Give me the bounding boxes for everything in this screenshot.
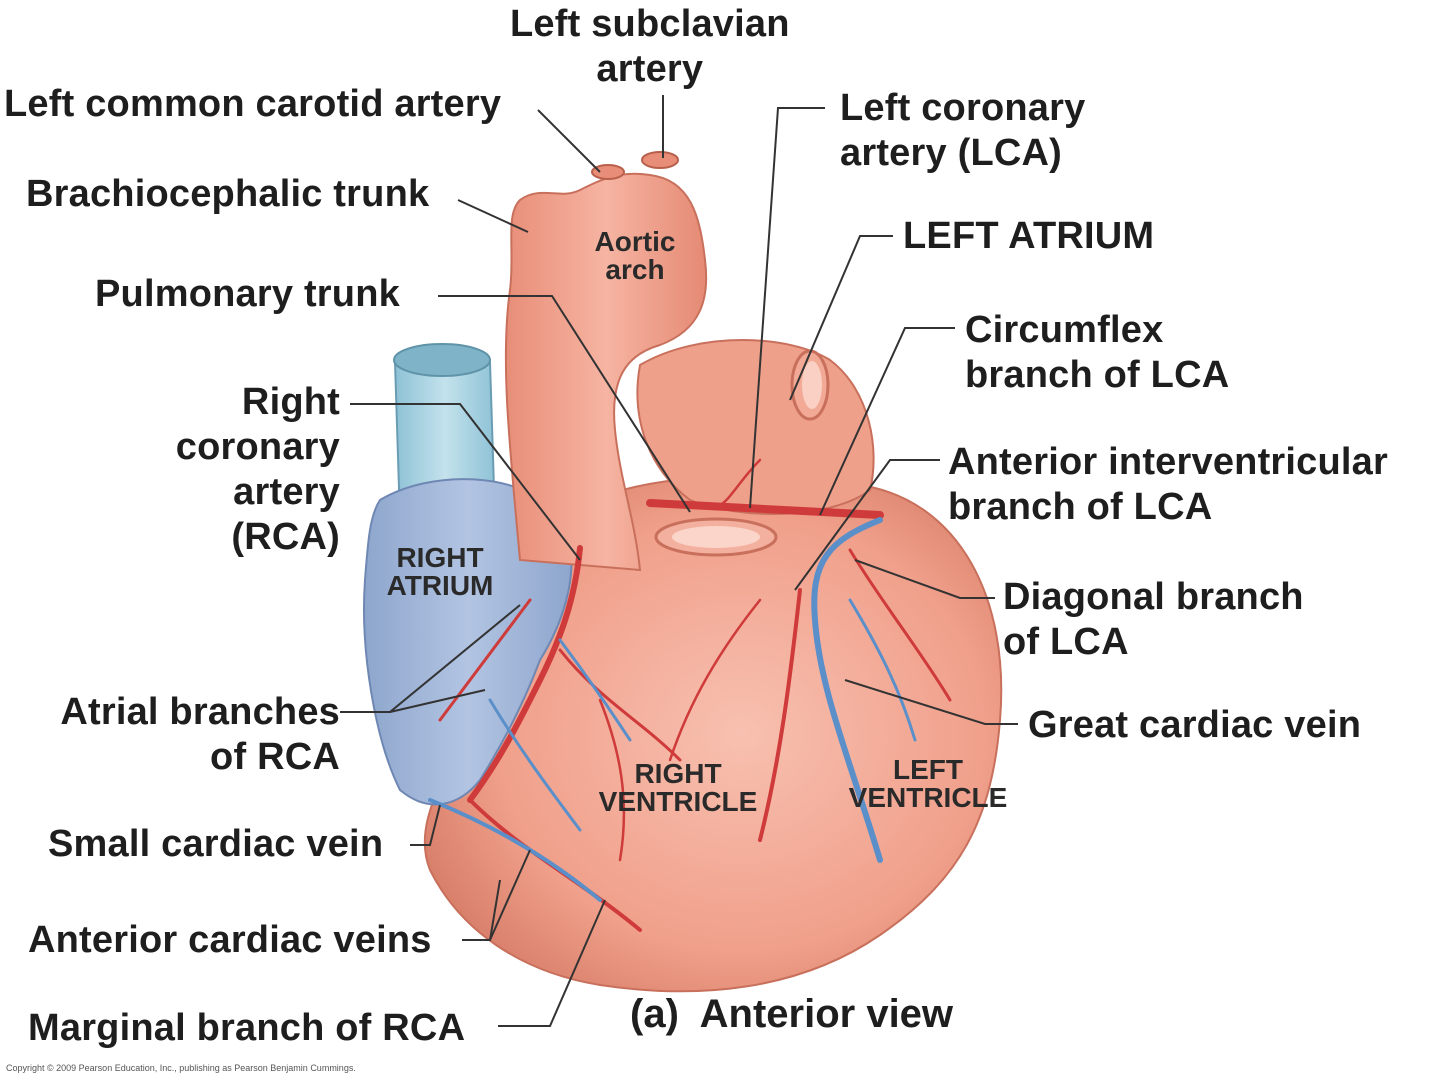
cardiac-veins [428, 517, 917, 902]
figure-caption: (a) Anterior view [630, 992, 953, 1037]
label-brachiocephalic-trunk: Brachiocephalic trunk [26, 173, 430, 215]
label-right-coronary-artery: Right coronary artery (RCA) [175, 381, 340, 558]
label-great-cardiac-vein: Great cardiac vein [1028, 704, 1362, 746]
leader-lines [340, 95, 1018, 1027]
label-circumflex-branch-of-lca: Circumflex branch of LCA [965, 309, 1230, 396]
aorta [504, 151, 708, 572]
label-left-subclavian-artery: Left subclavian artery [510, 3, 790, 90]
label-anterior-cardiac-veins: Anterior cardiac veins [28, 919, 432, 961]
label-anterior-interventricular-branch: Anterior interventricular branch of LCA [948, 441, 1388, 528]
coronary-arteries [438, 458, 952, 932]
caption-text: Anterior view [699, 992, 954, 1036]
label-small-cardiac-vein: Small cardiac vein [48, 823, 384, 865]
label-left-coronary-artery: Left coronary artery (LCA) [840, 87, 1086, 174]
copyright-notice: Copyright © 2009 Pearson Education, Inc.… [6, 1063, 356, 1073]
organ-label-right-ventricle: RIGHT VENTRICLE [598, 758, 758, 817]
label-left-atrium: LEFT ATRIUM [903, 215, 1155, 257]
caption-letter: (a) [630, 992, 679, 1036]
label-atrial-branches-of-rca: Atrial branches of RCA [60, 691, 340, 778]
label-diagonal-branch-of-lca: Diagonal branch of LCA [1003, 576, 1304, 663]
organ-label-aortic-arch: Aortic arch [594, 226, 676, 285]
label-marginal-branch-of-rca: Marginal branch of RCA [28, 1007, 466, 1049]
organ-label-right-atrium: RIGHT ATRIUM [386, 542, 494, 601]
pulmonary-trunk-opening [654, 517, 778, 557]
label-pulmonary-trunk: Pulmonary trunk [95, 273, 400, 315]
organ-label-left-ventricle: LEFT VENTRICLE [848, 754, 1008, 813]
label-left-common-carotid-artery: Left common carotid artery [4, 83, 502, 125]
